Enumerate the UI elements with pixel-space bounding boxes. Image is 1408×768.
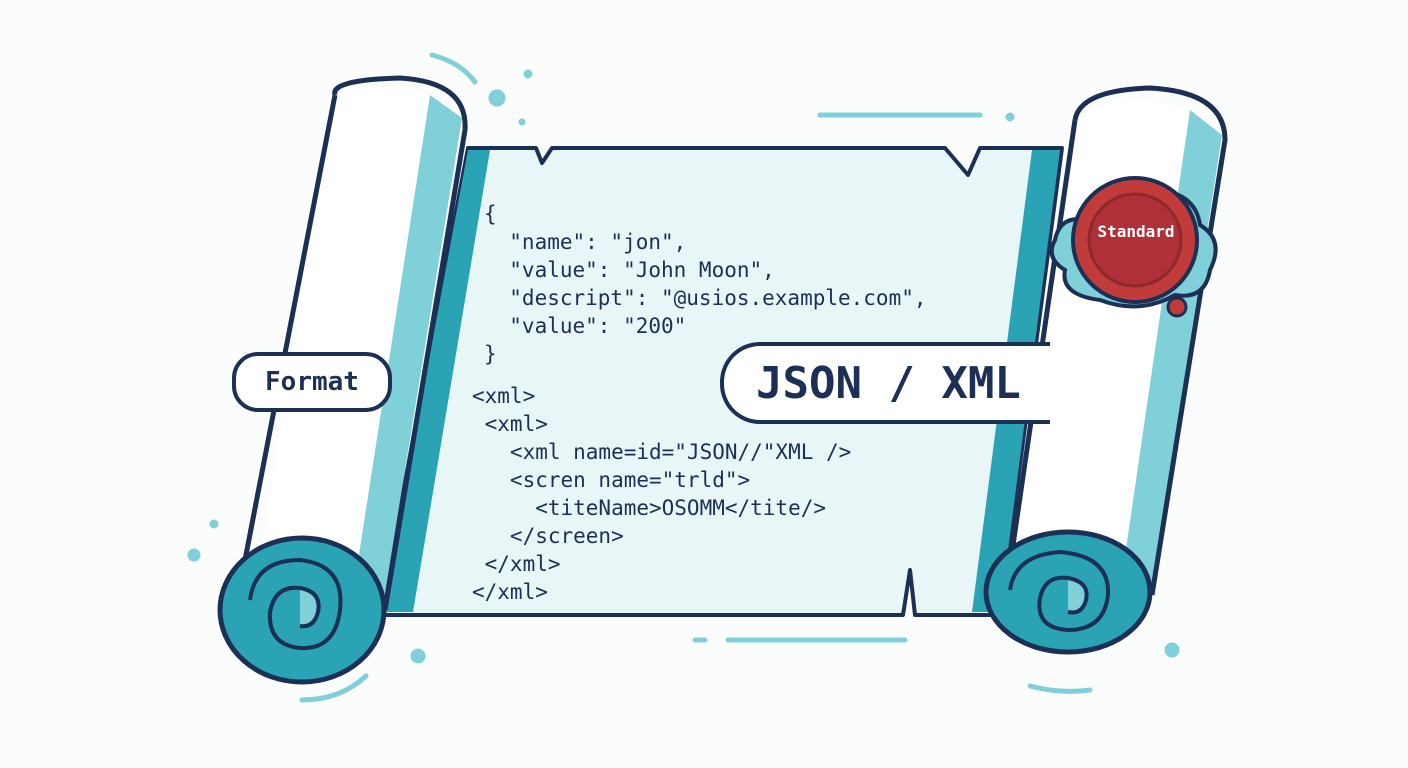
xml-code-line: <xml name=id="JSON//"XML /> [472, 440, 852, 464]
decorative-sparkles [187, 52, 1180, 703]
json-code-line: { [484, 202, 497, 226]
xml-code-line: </xml> [472, 580, 548, 604]
headline-label: JSON / XML [720, 342, 1050, 424]
json-code-line: "value": "John Moon", [484, 258, 775, 282]
seal-label: Standard [1097, 222, 1175, 241]
xml-code-line: <xml> [472, 384, 536, 408]
json-code-line: "descript": "@usios.example.com", [484, 286, 927, 310]
xml-code-line: <titeName>OSOMM</tite/> [472, 496, 827, 520]
xml-code-line: <xml> [472, 412, 548, 436]
json-code-block: { "name": "jon", "value": "John Moon", "… [484, 200, 927, 368]
xml-code-line: </screen> [472, 524, 624, 548]
xml-code-block: <xml> <xml> <xml name=id="JSON//"XML /> … [472, 382, 851, 606]
json-code-line: } [484, 342, 497, 366]
json-code-line: "name": "jon", [484, 230, 687, 254]
paper-left-band [382, 150, 490, 612]
json-code-line: "value": "200" [484, 314, 687, 338]
xml-code-line: </xml> [472, 552, 561, 576]
wax-seal [1049, 176, 1218, 318]
xml-code-line: <scren name="trld"> [472, 468, 751, 492]
format-label: Format [232, 352, 392, 412]
